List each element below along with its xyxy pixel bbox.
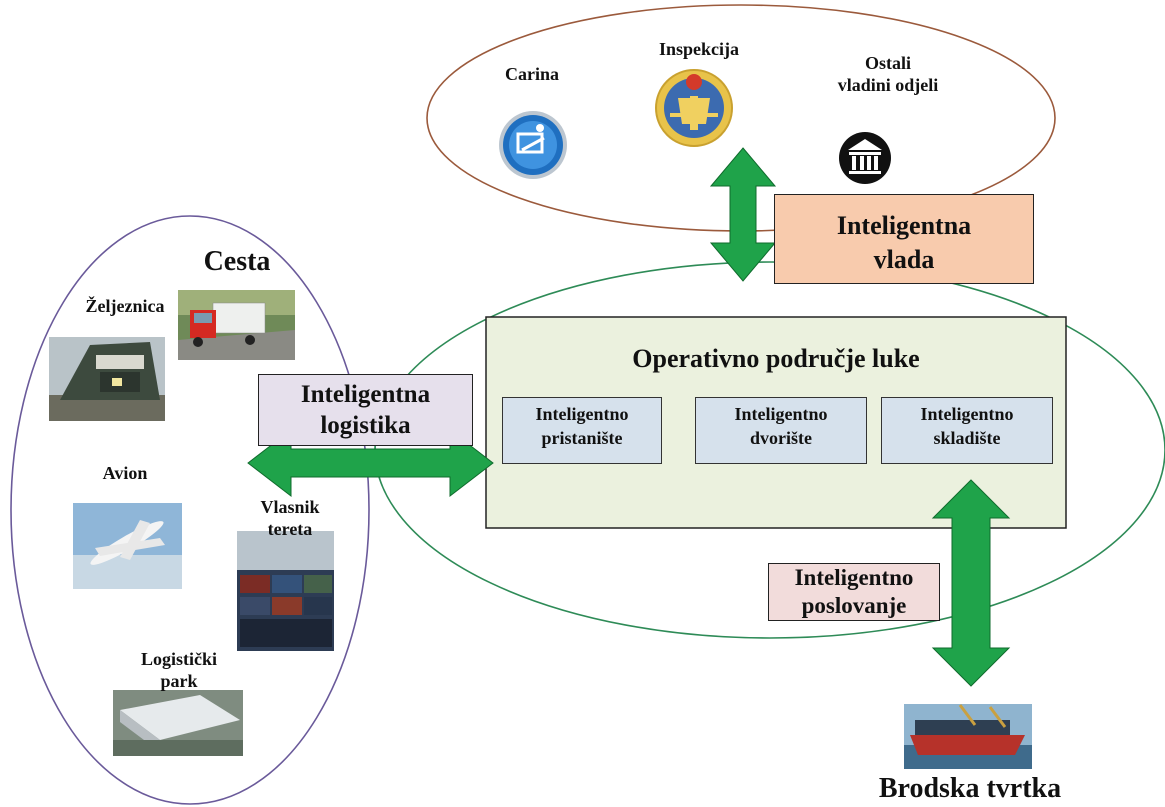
subarea-pristaniste: Inteligentno pristanište	[502, 397, 662, 464]
train-photo	[49, 337, 165, 421]
zeljeznica-label: Željeznica	[85, 296, 165, 316]
customs-icon	[499, 111, 567, 179]
government-building-icon	[839, 132, 891, 184]
intelligent-logistics-box: Inteligentna logistika	[258, 374, 473, 446]
logisticki-park-label: Logistički park	[124, 649, 234, 692]
vlasnik-line2: tereta	[267, 518, 313, 539]
transport-ellipse	[10, 215, 370, 805]
park-line1: Logistički	[140, 649, 217, 669]
subarea-skladiste: Inteligentno skladište	[881, 397, 1053, 464]
arrow-port-shipping	[931, 479, 1011, 687]
intelligent-business-box: Inteligentno poslovanje	[768, 563, 940, 621]
subarea-pristaniste-line1: Inteligentno	[535, 404, 629, 424]
airplane-photo	[73, 503, 182, 589]
intelligent-logistics-line2: logistika	[320, 412, 411, 439]
intelligent-logistics-line1: Inteligentna	[300, 381, 431, 408]
ostali-line1: Ostali	[864, 53, 911, 73]
logistics-park-photo	[113, 690, 243, 756]
ostali-line2: vladini odjeli	[837, 74, 939, 95]
ship-photo	[904, 704, 1032, 769]
subarea-pristaniste-line2: pristanište	[541, 428, 623, 449]
intelligent-government-box: Inteligentna vlada	[774, 194, 1034, 284]
vlasnik-line1: Vlasnik	[260, 497, 320, 517]
inspection-emblem-icon	[655, 69, 733, 147]
avion-label: Avion	[102, 463, 148, 483]
inspekcija-label: Inspekcija	[658, 39, 739, 59]
subarea-dvoriste-line2: dvorište	[750, 428, 812, 449]
carina-label: Carina	[505, 64, 559, 84]
subarea-skladiste-line2: skladište	[933, 428, 1001, 449]
containers-photo	[237, 531, 334, 651]
intelligent-business-line2: poslovanje	[801, 593, 907, 618]
port-title: Operativno područje luke	[632, 344, 920, 373]
ostali-odjeli-label: Ostali vladini odjeli	[818, 53, 958, 96]
cesta-label: Cesta	[203, 246, 271, 277]
subarea-dvoriste-line1: Inteligentno	[734, 404, 828, 424]
vlasnik-tereta-label: Vlasnik tereta	[240, 497, 340, 540]
subarea-skladiste-line1: Inteligentno	[920, 404, 1014, 424]
park-line2: park	[160, 670, 198, 691]
shipping-company-label: Brodska tvrtka	[878, 773, 1062, 804]
intelligent-business-line1: Inteligentno	[794, 565, 914, 590]
arrow-government-port	[709, 147, 777, 282]
intelligent-government-line2: vlada	[873, 245, 935, 274]
truck-photo	[178, 290, 295, 360]
intelligent-government-line1: Inteligentna	[836, 211, 972, 240]
subarea-dvoriste: Inteligentno dvorište	[695, 397, 867, 464]
